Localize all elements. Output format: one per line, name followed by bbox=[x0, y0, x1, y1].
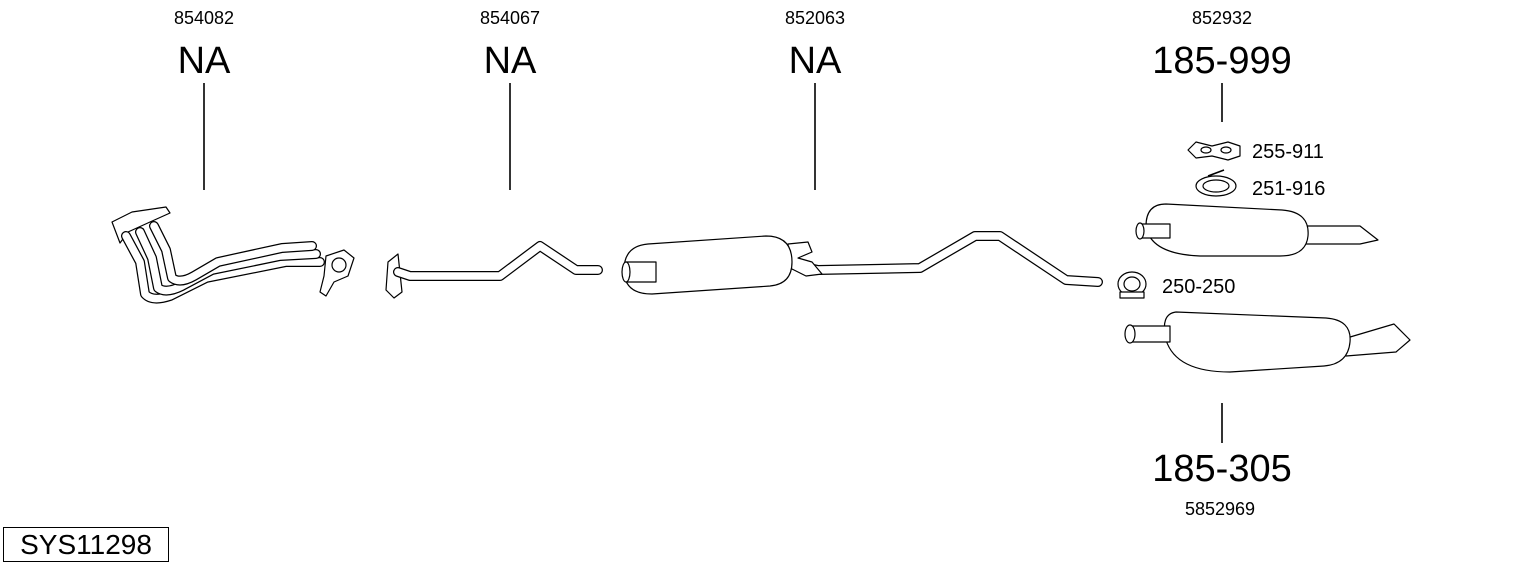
front-pipe-drawing bbox=[385, 241, 603, 299]
exhaust-manifold-drawing bbox=[111, 206, 355, 304]
rubber-hanger-drawing bbox=[1187, 141, 1241, 161]
part-code-854082: 854082 bbox=[173, 8, 235, 28]
accessory-label-u-clamp: 250-250 bbox=[1162, 276, 1236, 298]
center-silencer-drawing bbox=[621, 231, 1103, 295]
accessory-label-clamp: 251-916 bbox=[1252, 178, 1326, 200]
part-label-front-pipe: NA bbox=[483, 40, 537, 82]
rear-silencer-a-drawing bbox=[1135, 203, 1379, 257]
u-clamp-drawing bbox=[1117, 271, 1147, 299]
part-label-center-silencer: NA bbox=[788, 40, 842, 82]
rear-silencer-b-drawing bbox=[1124, 311, 1411, 373]
accessory-label-rubber-hanger: 255-911 bbox=[1252, 141, 1324, 163]
part-label-rear-silencer-b: 185-305 bbox=[1152, 448, 1292, 490]
part-code-852063: 852063 bbox=[784, 8, 846, 28]
part-code-5852969: 5852969 bbox=[1184, 499, 1256, 519]
part-code-852932: 852932 bbox=[1191, 8, 1253, 28]
part-label-exhaust-manifold: NA bbox=[177, 40, 231, 82]
system-code-box: SYS11298 bbox=[3, 527, 169, 562]
part-label-rear-silencer-a: 185-999 bbox=[1152, 40, 1292, 82]
part-code-854067: 854067 bbox=[479, 8, 541, 28]
system-code: SYS11298 bbox=[20, 528, 152, 560]
clamp-drawing bbox=[1195, 169, 1237, 197]
